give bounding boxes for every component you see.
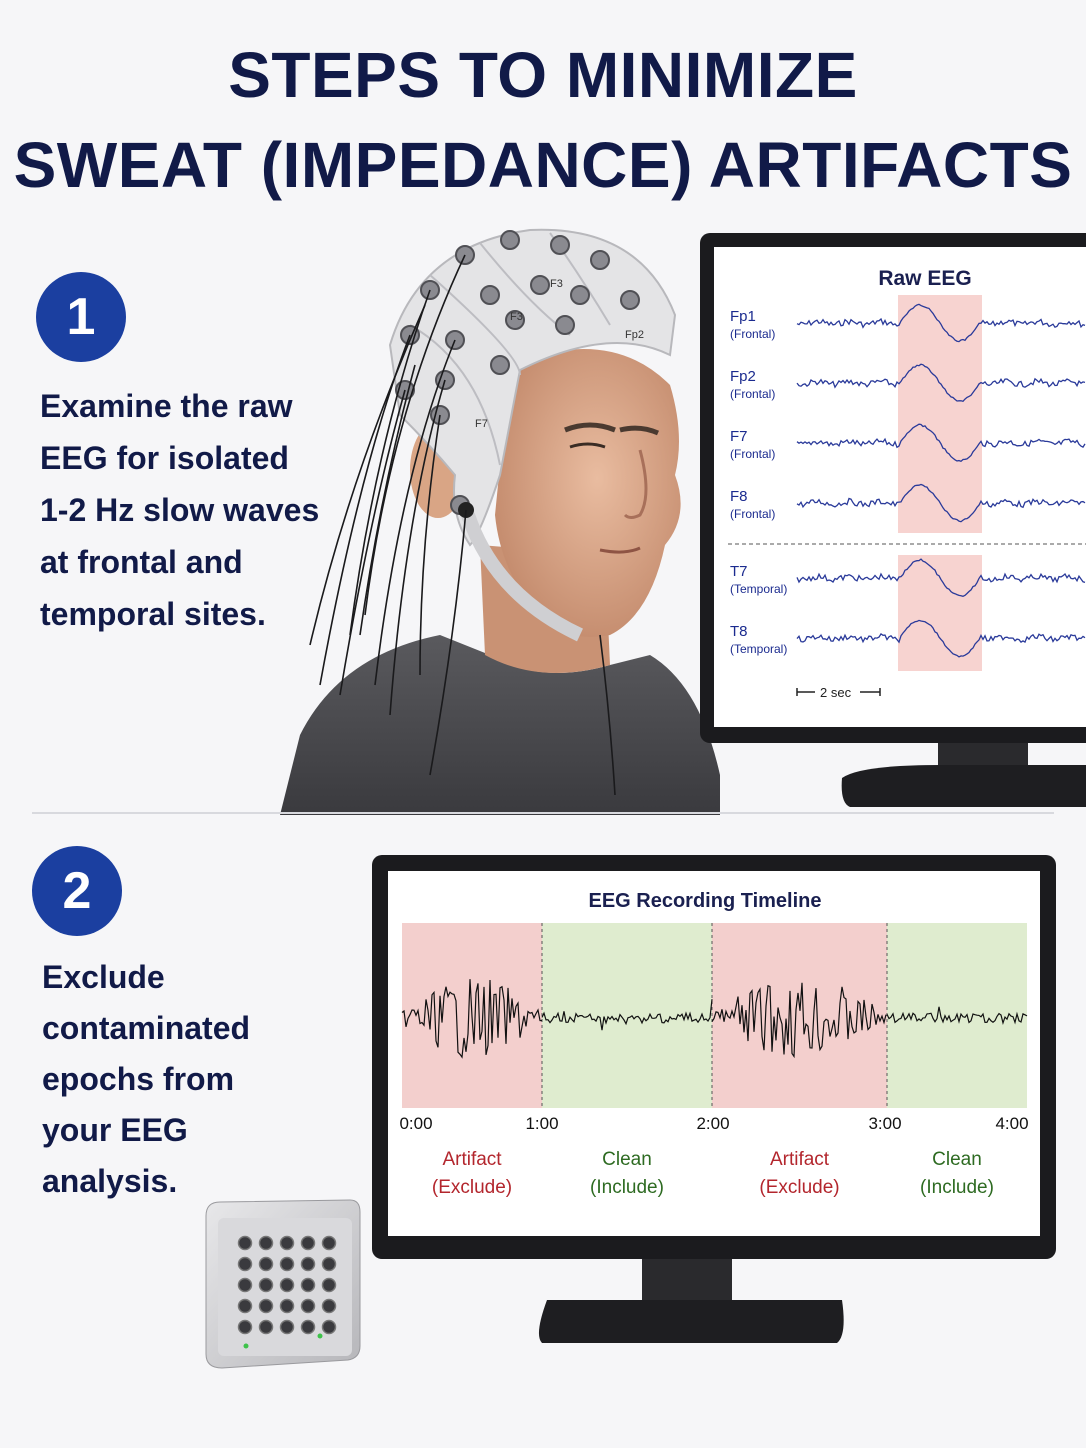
time-tick-label: 3:00 — [868, 1114, 901, 1133]
raw-eeg-highlight-temporal — [898, 555, 982, 671]
step-1-line: temporal sites. — [40, 596, 266, 632]
amplifier-jack — [300, 1298, 316, 1314]
amplifier-jack — [258, 1298, 274, 1314]
step-1-line: 1-2 Hz slow waves — [40, 492, 320, 528]
channel-region: (Frontal) — [730, 507, 775, 521]
amplifier-jack — [321, 1235, 337, 1251]
segment-sublabel: (Exclude) — [432, 1177, 512, 1198]
time-tick-label: 0:00 — [399, 1114, 432, 1133]
segment-label: Artifact — [442, 1149, 502, 1170]
amplifier-jack — [237, 1277, 253, 1293]
step-1-line: at frontal and — [40, 544, 243, 580]
channel-trace — [796, 303, 1086, 343]
cap-label: F7 — [475, 418, 488, 430]
amplifier-jack — [258, 1256, 274, 1272]
amplifier-jack — [237, 1256, 253, 1272]
face-shape — [495, 349, 681, 637]
amplifier-jack — [321, 1256, 337, 1272]
page-title: STEPS TO MINIMIZE SWEAT (IMPEDANCE) ARTI… — [0, 30, 1086, 210]
cap-label: F3 — [550, 278, 563, 290]
time-tick-label: 1:00 — [525, 1114, 558, 1133]
step-1-line: Examine the raw — [40, 388, 293, 424]
channel-region: (Frontal) — [730, 447, 775, 461]
amplifier-jack — [279, 1319, 295, 1335]
amplifier-jack — [300, 1277, 316, 1293]
amplifier-jack — [279, 1298, 295, 1314]
channel-name: Fp1 — [730, 308, 756, 325]
segment-sublabel: (Include) — [920, 1177, 994, 1198]
amplifier-jack — [321, 1298, 337, 1314]
channel-region: (Frontal) — [730, 387, 775, 401]
step-1-badge: 1 — [36, 272, 126, 362]
channel-name: F7 — [730, 428, 748, 445]
raw-eeg-monitor: Raw EEG Fp1 (Frontal) Fp2 (Frontal) F7 (Front… — [700, 233, 1086, 807]
step-2-line: epochs from — [42, 1061, 235, 1097]
channel-trace — [796, 619, 1086, 658]
title-line-1: STEPS TO MINIMIZE — [228, 39, 858, 111]
raw-eeg-scale-label: 2 sec — [820, 685, 852, 700]
segment-label: Clean — [602, 1149, 652, 1170]
amplifier-jack — [300, 1319, 316, 1335]
cap-label: F3 — [510, 311, 523, 323]
timeline-monitor: EEG Recording Timeline 0:00 1:00 2:00 3:00 4… — [372, 855, 1056, 1343]
timeline-trace — [886, 1006, 1028, 1025]
channel-region: (Frontal) — [730, 327, 775, 341]
timeline-trace — [541, 999, 713, 1031]
step-1-text: Examine the raw EEG for isolated 1-2 Hz … — [40, 380, 319, 640]
step-2-line: contaminated — [42, 1010, 251, 1046]
amplifier-jack — [300, 1235, 316, 1251]
channel-region: (Temporal) — [730, 582, 787, 596]
segment-sublabel: (Include) — [590, 1177, 664, 1198]
channel-trace — [796, 363, 1086, 403]
amplifier-jack — [321, 1277, 337, 1293]
title-line-2: SWEAT (IMPEDANCE) ARTIFACTS — [13, 129, 1073, 201]
amplifier-jack — [258, 1235, 274, 1251]
eeg-amplifier-device — [205, 1199, 361, 1369]
timeline-title: EEG Recording Timeline — [588, 890, 821, 912]
segment-label: Clean — [932, 1149, 982, 1170]
channel-name: T7 — [730, 563, 748, 580]
timeline-trace — [401, 979, 543, 1059]
clean-segment — [542, 923, 712, 1108]
amplifier-jack — [279, 1235, 295, 1251]
channel-trace — [796, 423, 1086, 463]
segment-label: Artifact — [770, 1149, 830, 1170]
channel-name: T8 — [730, 623, 748, 640]
amplifier-jack — [279, 1256, 295, 1272]
section-divider — [32, 812, 1054, 814]
raw-eeg-title: Raw EEG — [878, 267, 971, 290]
channel-trace — [796, 558, 1086, 597]
channel-name: F8 — [730, 488, 748, 505]
amplifier-jack — [237, 1298, 253, 1314]
amplifier-jack — [321, 1319, 337, 1335]
amplifier-jack — [279, 1277, 295, 1293]
step-2-line: your EEG — [42, 1112, 188, 1148]
channel-trace — [796, 483, 1086, 523]
time-tick-label: 4:00 — [995, 1114, 1028, 1133]
shirt-shape — [280, 635, 720, 815]
person-eeg-cap-illustration: F3 F3 Fp2 F7 — [280, 228, 720, 815]
step-2-line: Exclude — [42, 959, 165, 995]
amplifier-jack — [258, 1277, 274, 1293]
step-1-line: EEG for isolated — [40, 440, 289, 476]
segment-sublabel: (Exclude) — [759, 1177, 839, 1198]
raw-eeg-highlight-frontal — [898, 295, 982, 533]
step-2-text: Exclude contaminated epochs from your EE… — [42, 952, 250, 1207]
timeline-trace — [711, 982, 887, 1059]
amplifier-jack — [237, 1319, 253, 1335]
cap-label: Fp2 — [625, 329, 644, 341]
channel-name: Fp2 — [730, 368, 756, 385]
step-2-line: analysis. — [42, 1163, 178, 1199]
step-2-badge: 2 — [32, 846, 122, 936]
time-tick-label: 2:00 — [696, 1114, 729, 1133]
amplifier-jack — [300, 1256, 316, 1272]
channel-region: (Temporal) — [730, 642, 787, 656]
amplifier-jack — [237, 1235, 253, 1251]
amplifier-jack — [258, 1319, 274, 1335]
